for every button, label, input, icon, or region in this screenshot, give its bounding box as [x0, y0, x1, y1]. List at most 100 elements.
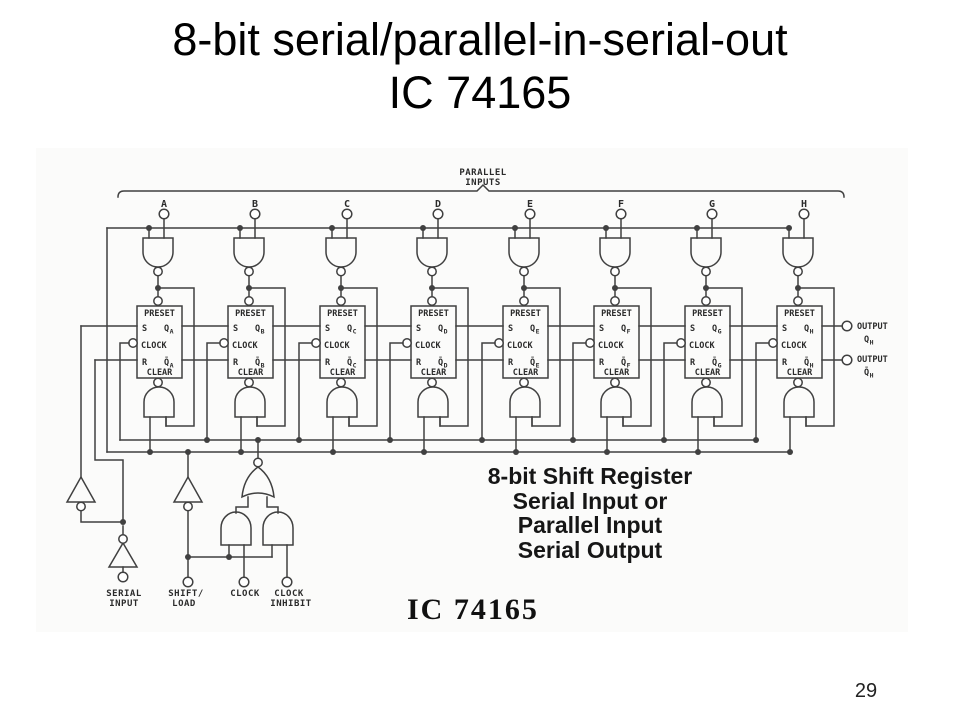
shift-load-label-line1: SHIFT/: [168, 589, 204, 599]
inhibit-and-gate: [262, 511, 294, 546]
serial-input-label-line1: SERIAL: [106, 589, 142, 599]
svg-text:Q̄A: Q̄A: [164, 356, 174, 369]
svg-text:Q̄C: Q̄C: [347, 356, 357, 369]
svg-text:R: R: [782, 358, 788, 368]
svg-text:CLOCK: CLOCK: [507, 341, 533, 351]
svg-text:Q̄H: Q̄H: [804, 356, 814, 369]
diagram-caption: 8-bit Shift Register Serial Input or Par…: [455, 464, 725, 562]
svg-text:R: R: [233, 358, 239, 368]
caption-line2: Serial Input or: [512, 487, 668, 514]
input-terminal-A: [158, 208, 170, 220]
svg-text:CLEAR: CLEAR: [330, 368, 356, 378]
svg-text:QB: QB: [255, 324, 265, 336]
clock-inhibit-terminal: [281, 576, 293, 588]
input-terminal-E: [524, 208, 536, 220]
svg-text:S: S: [690, 324, 695, 334]
clear-nand-gate-D: [417, 386, 449, 418]
slide-title-line2: IC 74165: [388, 67, 572, 118]
svg-text:R: R: [690, 358, 696, 368]
input-terminal-H: [798, 208, 810, 220]
clear-nand-gate-C: [326, 386, 358, 418]
parallel-inputs-label-line2: INPUTS: [465, 178, 501, 188]
svg-text:Q̄D: Q̄D: [438, 356, 448, 369]
svg-text:R: R: [508, 358, 514, 368]
svg-text:PRESET: PRESET: [784, 309, 815, 319]
svg-text:S: S: [325, 324, 330, 334]
svg-text:PRESET: PRESET: [418, 309, 449, 319]
clock-inhibit-label-line1: CLOCK: [274, 589, 304, 599]
svg-text:CLEAR: CLEAR: [238, 368, 264, 378]
serial-inverter-1: [65, 475, 97, 503]
preset-nand-gate-H: [782, 237, 814, 268]
svg-text:S: S: [782, 324, 787, 334]
shift-load-buffer: [172, 475, 204, 503]
svg-text:C: C: [344, 199, 350, 210]
preset-nand-gate-F: [599, 237, 631, 268]
input-terminal-B: [249, 208, 261, 220]
svg-text:A: A: [161, 199, 167, 210]
preset-nand-gate-C: [325, 237, 357, 268]
shift-load-label-line2: LOAD: [172, 599, 196, 609]
svg-text:S: S: [416, 324, 421, 334]
slide-title-line1: 8-bit serial/parallel-in-serial-out: [172, 14, 788, 65]
preset-nand-gate-E: [508, 237, 540, 268]
shift-load-terminal: [182, 576, 194, 588]
clear-nand-gate-F: [600, 386, 632, 418]
svg-text:PRESET: PRESET: [692, 309, 723, 319]
input-terminal-F: [615, 208, 627, 220]
output-q-label: OUTPUT: [857, 322, 888, 332]
clock-label-line1: CLOCK: [230, 589, 260, 599]
svg-text:CLOCK: CLOCK: [415, 341, 441, 351]
svg-text:QG: QG: [712, 324, 722, 336]
svg-text:PRESET: PRESET: [144, 309, 175, 319]
svg-text:QE: QE: [530, 324, 540, 336]
clear-nand-gate-A: [143, 386, 175, 418]
output-terminal-q: [841, 320, 853, 332]
preset-nand-gate-A: [142, 237, 174, 268]
svg-text:CLOCK: CLOCK: [232, 341, 258, 351]
input-terminal-C: [341, 208, 353, 220]
clock-inhibit-label-line2: INHIBIT: [270, 599, 312, 609]
svg-text:CLEAR: CLEAR: [513, 368, 539, 378]
svg-text:Q̄G: Q̄G: [712, 356, 722, 369]
serial-input-terminal: [117, 571, 129, 583]
page-number: 29: [854, 680, 878, 702]
clear-nand-gate-H: [783, 386, 815, 418]
svg-text:CLEAR: CLEAR: [604, 368, 630, 378]
svg-text:Q̄B: Q̄B: [255, 356, 265, 369]
svg-text:CLOCK: CLOCK: [324, 341, 350, 351]
svg-text:R: R: [599, 358, 605, 368]
svg-text:CLEAR: CLEAR: [787, 368, 813, 378]
serial-input-label-line2: INPUT: [109, 599, 139, 609]
clock-nor-gate: [241, 466, 275, 499]
svg-text:G: G: [709, 199, 715, 210]
svg-text:R: R: [142, 358, 148, 368]
clear-nand-gate-G: [691, 386, 723, 418]
svg-text:QA: QA: [164, 324, 174, 336]
serial-inverter-2: [107, 541, 139, 568]
svg-text:QC: QC: [347, 324, 357, 336]
svg-text:S: S: [233, 324, 238, 334]
preset-nand-gate-G: [690, 237, 722, 268]
preset-nand-gate-D: [416, 237, 448, 268]
svg-text:CLEAR: CLEAR: [695, 368, 721, 378]
slide-title: 8-bit serial/parallel-in-serial-out IC 7…: [0, 13, 960, 119]
caption-line3: Parallel Input: [517, 512, 663, 538]
svg-text:D: D: [435, 199, 441, 210]
svg-text:PRESET: PRESET: [327, 309, 358, 319]
output-qbar-signal: Q̄H: [864, 366, 874, 379]
svg-text:H: H: [801, 199, 807, 210]
svg-text:Q̄F: Q̄F: [621, 356, 631, 369]
svg-text:S: S: [508, 324, 513, 334]
svg-text:Q̄E: Q̄E: [530, 356, 540, 369]
input-terminal-G: [706, 208, 718, 220]
